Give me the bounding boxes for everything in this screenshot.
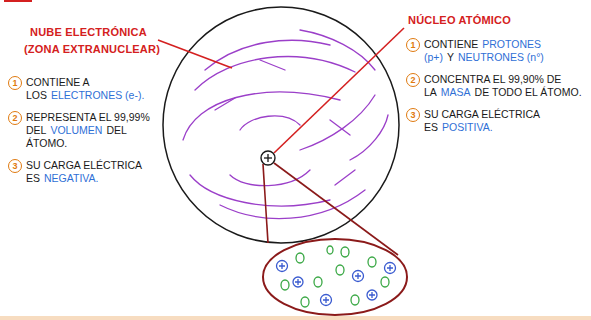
keyword: MASA (441, 86, 471, 98)
zoom-line (263, 164, 268, 243)
list-text: DE TODO EL ÁTOMO. (475, 86, 582, 98)
electron-cloud (183, 30, 388, 219)
nucleus-zoom (263, 239, 407, 315)
property-text: CONCENTRA EL 99,90% DE LAMASADE TODO EL … (424, 73, 591, 99)
property-item: 1 CONTIENE A LOSELECTRONES (e-). (8, 76, 162, 102)
nucleus (261, 151, 275, 165)
keyword: VOLUMEN (50, 124, 102, 136)
property-text: SU CARGA ELÉCTRICA ESNEGATIVA. (26, 159, 162, 185)
property-item: 1CONTIENEPROTONES (p+)YNEUTRONES (n°) (406, 38, 591, 64)
keyword: NEUTRONES (n°) (458, 51, 544, 63)
list-text: Y (447, 51, 454, 63)
callout-number: 1 (406, 38, 420, 52)
property-item: 2 CONCENTRA EL 99,90% DE LAMASADE TODO EL… (406, 73, 591, 99)
property-text: REPRESENTA EL 99,99% DELVOLUMENDEL ÁTOMO… (26, 111, 162, 150)
bottom-band (0, 316, 591, 320)
property-item: 3 SU CARGA ELÉCTRICA ESPOSITIVA. (406, 108, 591, 134)
neutrons (281, 246, 389, 307)
property-text: SU CARGA ELÉCTRICA ESPOSITIVA. (424, 108, 591, 134)
top-mark (4, 0, 32, 2)
atom-outline (163, 7, 399, 243)
property-item: 3 SU CARGA ELÉCTRICA ESNEGATIVA. (8, 159, 162, 185)
leader-line (158, 40, 232, 68)
keyword: ELECTRONES (e-). (51, 89, 144, 101)
region-heading: NUBE ELECTRÓNICA (30, 26, 147, 38)
protons (277, 261, 396, 306)
property-text: CONTIENE A LOSELECTRONES (e-). (26, 76, 162, 102)
list-text: CONTIENE (424, 38, 478, 50)
region-heading: NÚCLEO ATÓMICO (408, 14, 511, 26)
callout-number: 2 (406, 73, 420, 87)
keyword: NEGATIVA. (44, 172, 98, 184)
keyword: POSITIVA. (442, 121, 493, 133)
property-text: CONTIENEPROTONES (p+)YNEUTRONES (n°) (424, 38, 591, 64)
callout-number: 1 (8, 76, 22, 90)
callout-number: 2 (8, 111, 22, 125)
property-item: 2 REPRESENTA EL 99,99% DELVOLUMENDEL ÁTOM… (8, 111, 162, 150)
leader-line (274, 28, 404, 153)
region-heading: (ZONA EXTRANUCLEAR) (24, 43, 160, 55)
callout-number: 3 (406, 108, 420, 122)
callout-number: 3 (8, 159, 22, 173)
